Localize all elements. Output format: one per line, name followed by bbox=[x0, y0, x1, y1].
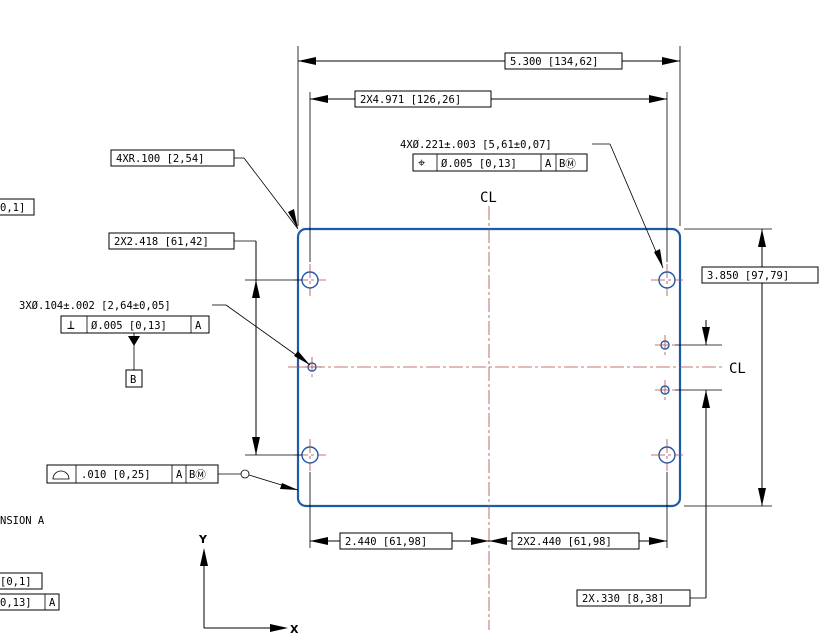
callout-corner-radius: 4XR.100 [2,54] bbox=[110, 149, 299, 230]
dim-hole-spacing-y: 2X2.418 [61,42] bbox=[108, 232, 302, 456]
dim-hole-spacing-x: 2X4.971 [126,26] bbox=[309, 90, 668, 262]
small-holes-fcf-tolerance: Ø.005 [0,13] bbox=[91, 320, 167, 332]
large-holes-fcf-symbol: ⌖ bbox=[418, 156, 426, 171]
dim-height-text: 3.850 [97,79] bbox=[707, 270, 789, 282]
partial-callout-2: [0,1] bbox=[0, 576, 32, 588]
hole-small-right-lower bbox=[655, 380, 675, 400]
datum-b-label: B bbox=[130, 374, 136, 386]
y-axis-label: Y bbox=[198, 533, 208, 546]
dim-overall-width: 5.300 [134,62] bbox=[297, 46, 681, 226]
dim-bottom-left-text: 2.440 [61,98] bbox=[345, 536, 427, 548]
profile-datum-a: A bbox=[176, 469, 183, 481]
dim-bottom: 2.440 [61,98] 2X2.440 [61,98] bbox=[309, 472, 668, 550]
dim-hole-spacing-x-text: 2X4.971 [126,26] bbox=[360, 94, 461, 106]
profile-datum-b: BⓂ bbox=[189, 469, 206, 481]
partial-callout-3-datum: A bbox=[49, 597, 56, 609]
small-holes-fcf-symbol: ⊥ bbox=[67, 318, 75, 333]
callout-profile: .010 [0,25] A BⓂ bbox=[46, 464, 299, 491]
large-holes-fcf-datum-a: A bbox=[545, 158, 552, 170]
partial-callout-3: 0,13] bbox=[0, 597, 32, 609]
hole-large-bottom-right bbox=[651, 439, 683, 471]
callout-corner-radius-text: 4XR.100 [2,54] bbox=[116, 153, 205, 165]
partial-callout-1: 0,1] bbox=[0, 202, 25, 214]
callout-large-holes: 4XØ.221±.003 [5,61±0,07] ⌖ Ø.005 [0,13] … bbox=[400, 139, 664, 269]
large-holes-fcf-datum-b: BⓂ bbox=[559, 158, 576, 170]
dim-hole-spacing-y-text: 2X2.418 [61,42] bbox=[114, 236, 209, 248]
partial-left-callouts: 0,1] NSION A [0,1] 0,13] A bbox=[0, 198, 60, 611]
small-holes-note: 3XØ.104±.002 [2,64±0,05] bbox=[19, 300, 171, 312]
x-axis-label: X bbox=[290, 623, 299, 636]
hole-small-left bbox=[302, 357, 322, 377]
horizontal-centerline-label: CL bbox=[729, 361, 746, 377]
profile-surface-icon bbox=[52, 470, 70, 480]
dim-height: 3.850 [97,79] bbox=[684, 228, 819, 507]
dim-small-hole-offset-text: 2X.330 [8,38] bbox=[582, 593, 664, 605]
small-holes-fcf-datum-a: A bbox=[195, 320, 202, 332]
dim-bottom-right-text: 2X2.440 [61,98] bbox=[517, 536, 612, 548]
partial-note: NSION A bbox=[0, 515, 45, 527]
large-holes-fcf-tolerance: Ø.005 [0,13] bbox=[441, 158, 517, 170]
dim-small-hole-offset: 2X.330 [8,38] bbox=[576, 320, 722, 607]
dim-overall-width-text: 5.300 [134,62] bbox=[510, 56, 599, 68]
hole-large-top-right bbox=[651, 264, 683, 296]
profile-tolerance: .010 [0,25] bbox=[81, 469, 151, 481]
vertical-centerline-label: CL bbox=[480, 190, 497, 206]
hole-small-right-upper bbox=[655, 335, 675, 355]
callout-small-holes: 3XØ.104±.002 [2,64±0,05] ⊥ Ø.005 [0,13] … bbox=[19, 300, 311, 388]
large-holes-note: 4XØ.221±.003 [5,61±0,07] bbox=[400, 139, 552, 151]
coordinate-axes: Y X bbox=[198, 533, 299, 636]
